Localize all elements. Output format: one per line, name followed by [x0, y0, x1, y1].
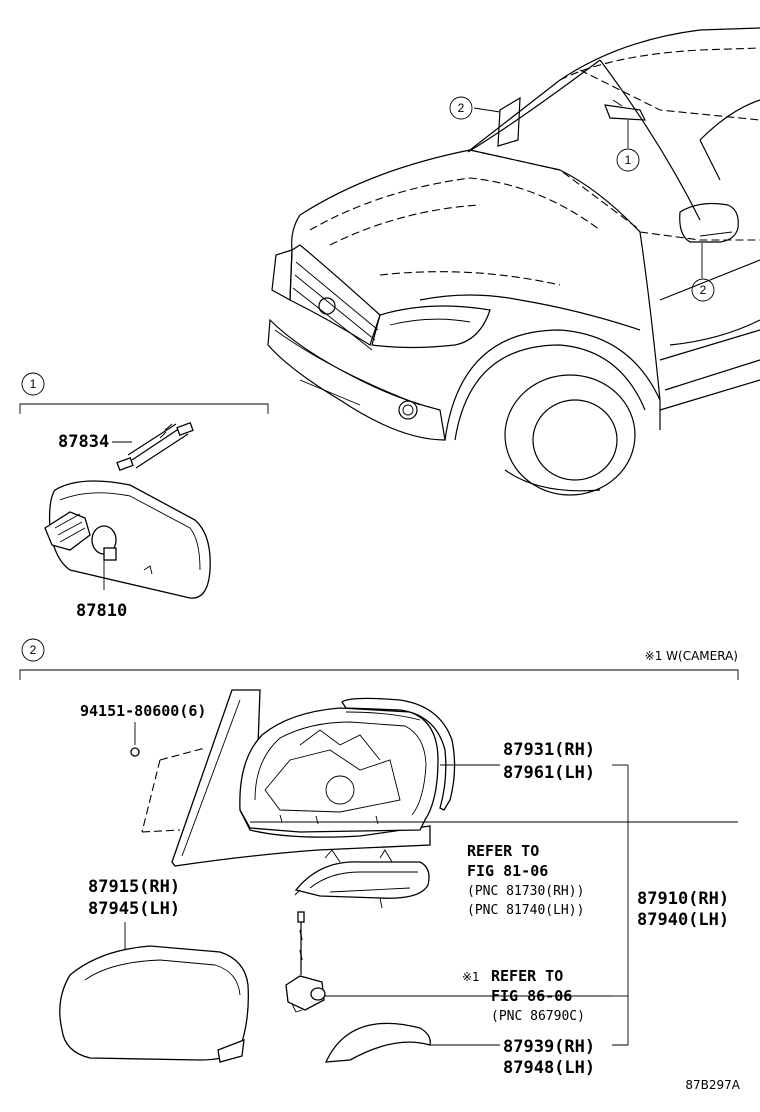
refer-fig-86-title: REFER TO: [491, 967, 563, 985]
svg-text:1: 1: [625, 153, 632, 167]
section-1: 1 87834 87810: [19, 372, 269, 621]
bolt-part-number[interactable]: 94151-80600(6): [80, 702, 206, 720]
vehicle-illustration: [267, 27, 760, 496]
part-number-87834[interactable]: 87834: [58, 432, 109, 452]
camera-unit[interactable]: [285, 911, 326, 1013]
section-1-marker[interactable]: 1: [21, 372, 45, 396]
camera-note: ※1 W(CAMERA): [645, 649, 738, 663]
refer-fig-81-pnc-lh: (PNC 81740(LH)): [467, 903, 584, 918]
section-2: 2 ※1 W(CAMERA) 94151-80600(6) 879: [19, 638, 741, 1092]
turn-signal-lamp[interactable]: [294, 849, 430, 909]
figure-code: 87B297A: [685, 1078, 740, 1092]
refer-fig-81-pnc-rh: (PNC 81730(RH)): [467, 884, 584, 899]
callout-2-door-mirror[interactable]: 2: [691, 278, 715, 302]
refer-fig-81-fig[interactable]: FIG 81-06: [467, 862, 548, 880]
housing-rh[interactable]: 87931(RH): [503, 740, 595, 760]
svg-text:2: 2: [30, 643, 37, 657]
svg-text:1: 1: [30, 377, 37, 391]
cover-lh[interactable]: 87945(LH): [88, 899, 180, 919]
refer-fig-86-fig[interactable]: FIG 86-06: [491, 987, 572, 1005]
assembly-bracket: [612, 765, 629, 1046]
mirror-cover[interactable]: [59, 945, 249, 1063]
cover-rh[interactable]: 87915(RH): [88, 877, 180, 897]
camera-note-mark: ※1: [462, 970, 480, 984]
inner-mirror-87810[interactable]: [44, 480, 211, 599]
section-1-bracket: [19, 403, 269, 414]
bolt-icon[interactable]: [130, 747, 140, 757]
assembly-rh[interactable]: 87910(RH): [637, 889, 729, 909]
assembly-lh[interactable]: 87940(LH): [637, 910, 729, 930]
wire-harness-87834[interactable]: [116, 422, 194, 471]
mirror-trim[interactable]: [324, 1022, 431, 1063]
trim-rh[interactable]: 87939(RH): [503, 1037, 595, 1057]
vehicle-callout-lines: [473, 107, 703, 278]
section-2-marker[interactable]: 2: [21, 638, 45, 662]
part-number-87810[interactable]: 87810: [76, 601, 127, 621]
section-2-bracket: [19, 669, 739, 680]
callout-1-inner-mirror[interactable]: 1: [616, 148, 640, 172]
mirror-base[interactable]: [171, 689, 431, 867]
refer-fig-86-pnc: (PNC 86790C): [491, 1009, 585, 1024]
svg-text:2: 2: [458, 101, 465, 115]
mirror-housing[interactable]: [239, 697, 456, 833]
trim-lh[interactable]: 87948(LH): [503, 1058, 595, 1078]
refer-fig-81-title: REFER TO: [467, 842, 539, 860]
svg-text:2: 2: [700, 283, 707, 297]
housing-lh[interactable]: 87961(LH): [503, 763, 595, 783]
callout-2-windshield[interactable]: 2: [449, 96, 473, 120]
